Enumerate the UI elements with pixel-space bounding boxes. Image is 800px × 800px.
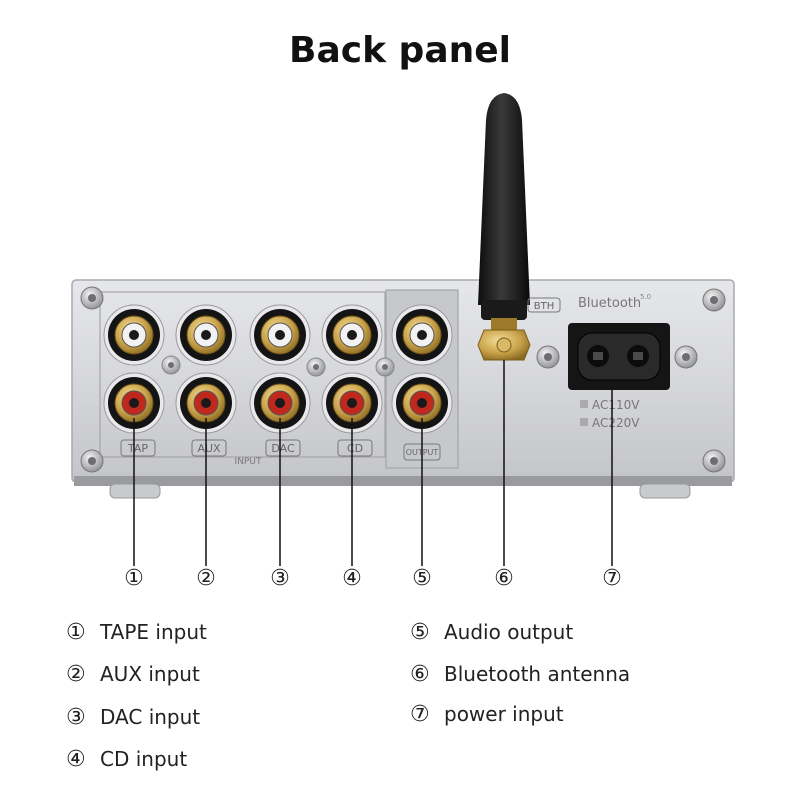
rca-jack-red-3 — [249, 372, 311, 434]
legend-text: TAPE input — [100, 620, 207, 644]
screw-top-right — [702, 288, 726, 312]
legend-item-output: ⑤ Audio output — [410, 620, 573, 645]
callout-number-7: ⑦ — [602, 566, 622, 591]
rca-jack-red-4 — [321, 372, 383, 434]
legend-item-aux: ② AUX input — [66, 662, 200, 687]
legend-item-antenna: ⑥ Bluetooth antenna — [410, 662, 630, 687]
svg-text:CD: CD — [347, 442, 363, 455]
screw-mid-3 — [375, 357, 395, 377]
legend-number: ② — [66, 662, 86, 687]
rca-jack-red-2 — [175, 372, 237, 434]
svg-text:AC110V: AC110V — [592, 398, 640, 412]
legend-text: AUX input — [100, 662, 200, 686]
input-label-tap: TAP — [120, 439, 156, 457]
legend-number: ④ — [66, 747, 86, 772]
callout-number-4: ④ — [342, 566, 362, 591]
input-group-label: INPUT — [235, 457, 262, 467]
power-inlet — [568, 323, 670, 390]
legend-number: ⑥ — [410, 662, 430, 687]
svg-text:BTH: BTH — [534, 301, 555, 312]
legend-item-dac: ③ DAC input — [66, 705, 200, 730]
screw-bottom-left — [80, 449, 104, 473]
legend-text: CD input — [100, 747, 188, 771]
callout-number-2: ② — [196, 566, 216, 591]
svg-text:AC220V: AC220V — [592, 416, 640, 430]
callout-number-1: ① — [124, 566, 144, 591]
screw-mid-2 — [306, 357, 326, 377]
bluetooth-antenna — [477, 93, 531, 361]
rca-jack-white-1 — [103, 304, 165, 366]
input-label-dac: DAC — [265, 439, 301, 457]
page-title: Back panel — [289, 30, 511, 71]
input-label-cd: CD — [337, 439, 373, 457]
callout-number-6: ⑥ — [494, 566, 514, 591]
panel-bottom-edge — [74, 476, 732, 486]
legend-number: ⑦ — [410, 702, 430, 727]
svg-text:AUX: AUX — [197, 442, 221, 455]
legend-text: DAC input — [100, 705, 201, 729]
voltage-label-220: AC220V — [580, 416, 640, 430]
rca-jack-white-4 — [321, 304, 383, 366]
bluetooth-brand-label: Bluetooth — [578, 296, 641, 311]
rca-jack-white-2 — [175, 304, 237, 366]
legend-item-cd: ④ CD input — [66, 747, 187, 772]
bluetooth-version-label: 5.0 — [640, 293, 651, 301]
legend-number: ③ — [66, 705, 86, 730]
input-label-aux: AUX — [191, 439, 227, 457]
screw-power-right — [674, 345, 698, 369]
callout-number-3: ③ — [270, 566, 290, 591]
panel-foot-right — [639, 483, 691, 499]
legend-text: power input — [444, 702, 564, 726]
legend-number: ⑤ — [410, 620, 430, 645]
voltage-label-110: AC110V — [580, 398, 640, 412]
legend-number: ① — [66, 620, 86, 645]
panel-foot-left — [109, 483, 161, 499]
legend-item-tape: ① TAPE input — [66, 620, 207, 645]
legend-item-power: ⑦ power input — [410, 702, 564, 727]
callout-number-5: ⑤ — [412, 566, 432, 591]
rca-jack-red-1 — [103, 372, 165, 434]
rca-jack-red-5 — [391, 372, 453, 434]
bth-label: BTH — [527, 297, 561, 313]
svg-text:TAP: TAP — [127, 442, 148, 455]
svg-text:DAC: DAC — [271, 442, 295, 455]
screw-power-left — [536, 345, 560, 369]
screw-mid-1 — [161, 355, 181, 375]
legend-text: Audio output — [444, 620, 574, 644]
legend-text: Bluetooth antenna — [444, 662, 631, 686]
screw-top-left — [80, 286, 104, 310]
screw-bottom-right — [702, 449, 726, 473]
rca-jack-white-5 — [391, 304, 453, 366]
rca-jack-white-3 — [249, 304, 311, 366]
